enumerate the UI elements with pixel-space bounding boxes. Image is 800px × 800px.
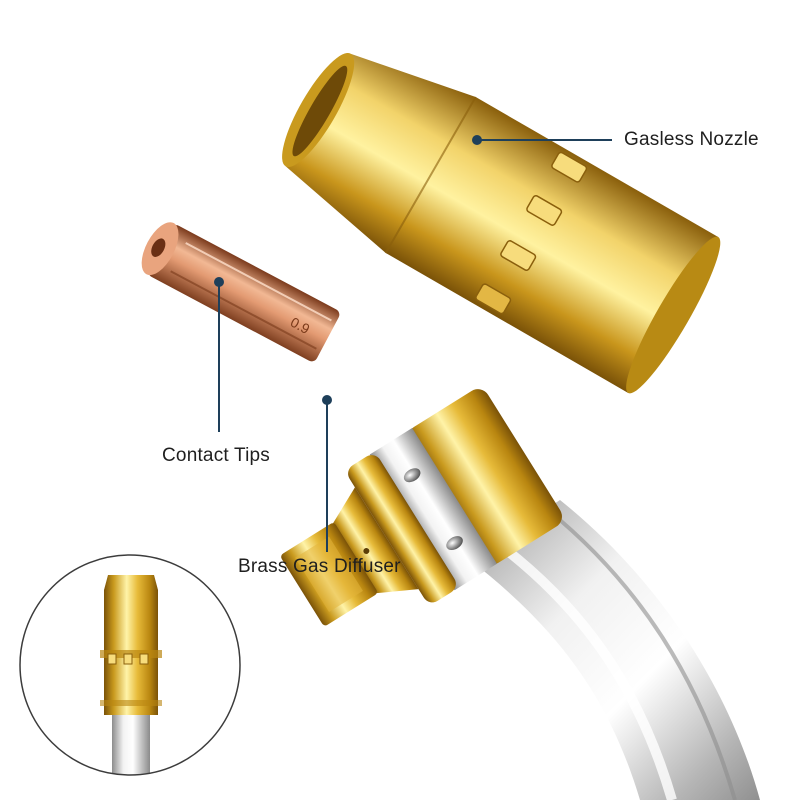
label-brass-gas-diffuser: Brass Gas Diffuser <box>238 556 401 577</box>
label-gasless-nozzle: Gasless Nozzle <box>624 129 759 150</box>
brass-nozzle-icon <box>282 52 721 394</box>
leader-line-diffuser <box>322 395 332 552</box>
steel-gooseneck-icon <box>470 500 760 800</box>
assembled-torch-inset-icon <box>19 554 241 776</box>
label-contact-tips: Contact Tips <box>162 445 271 466</box>
leader-line-tips <box>214 277 224 432</box>
leader-lines <box>214 135 612 552</box>
brass-diffuser-icon <box>281 389 562 626</box>
leader-line-nozzle <box>472 135 612 145</box>
copper-tip-icon: 0.9 <box>141 222 340 362</box>
